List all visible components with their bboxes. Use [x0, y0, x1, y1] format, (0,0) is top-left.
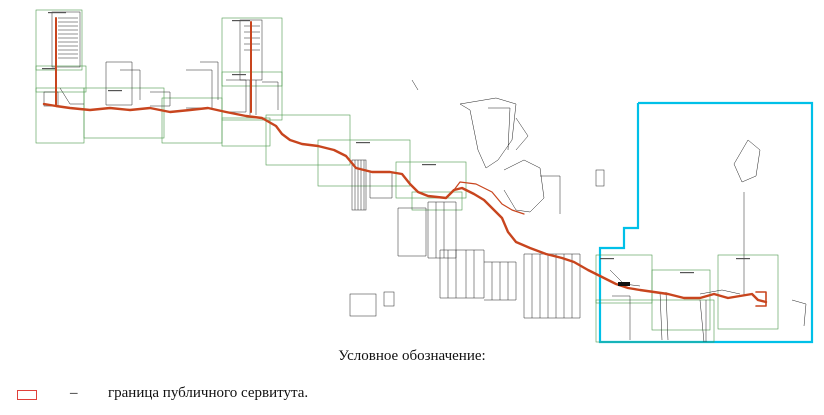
legend-title: Условное обозначение:	[338, 348, 486, 364]
servitude-boundary	[42, 17, 768, 307]
district-boundary	[598, 101, 814, 344]
servitude-map	[35, 9, 814, 344]
sheet-label-marks	[42, 12, 750, 274]
sheet-frames	[35, 9, 779, 343]
legend-item: – граница публичного сервитута.	[0, 385, 824, 411]
legend-dash: –	[70, 385, 78, 401]
black-segment-marker	[618, 282, 630, 286]
servitude-swatch-icon	[17, 390, 37, 400]
land-parcels	[43, 11, 807, 343]
legend-item-label: граница публичного сервитута.	[108, 385, 309, 401]
